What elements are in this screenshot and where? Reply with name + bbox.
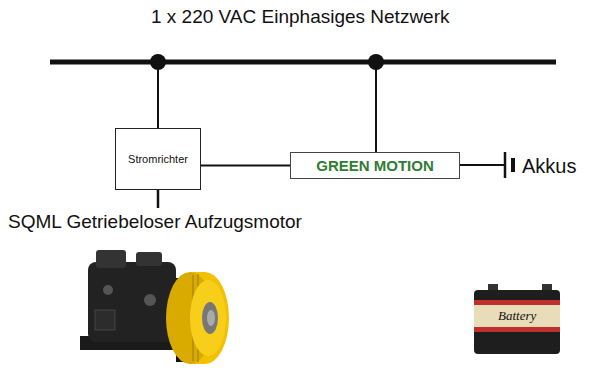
bus-line: [50, 60, 556, 65]
motor-illustration: [80, 250, 229, 364]
drop-wire: [157, 62, 159, 128]
battery-symbol: [511, 158, 515, 172]
converter-box: Stromrichter: [115, 128, 201, 190]
connector-wire: [201, 165, 290, 167]
battery-wire: [460, 164, 504, 166]
box-text: GREEN MOTION: [316, 157, 434, 174]
network-label: 1 x 220 VAC Einphasiges Netzwerk: [151, 6, 450, 28]
motor-label: SQML Getriebeloser Aufzugsmotor: [8, 211, 302, 233]
battery-symbol: [504, 152, 507, 178]
battery-label: Akkus: [522, 155, 576, 178]
battery-illustration: [474, 284, 560, 354]
green-motion-box: GREEN MOTION: [290, 152, 460, 179]
motor-wire: [157, 190, 160, 208]
battery-print: Battery: [498, 308, 536, 324]
box-text: Stromrichter: [128, 153, 188, 165]
drop-wire: [375, 62, 377, 152]
